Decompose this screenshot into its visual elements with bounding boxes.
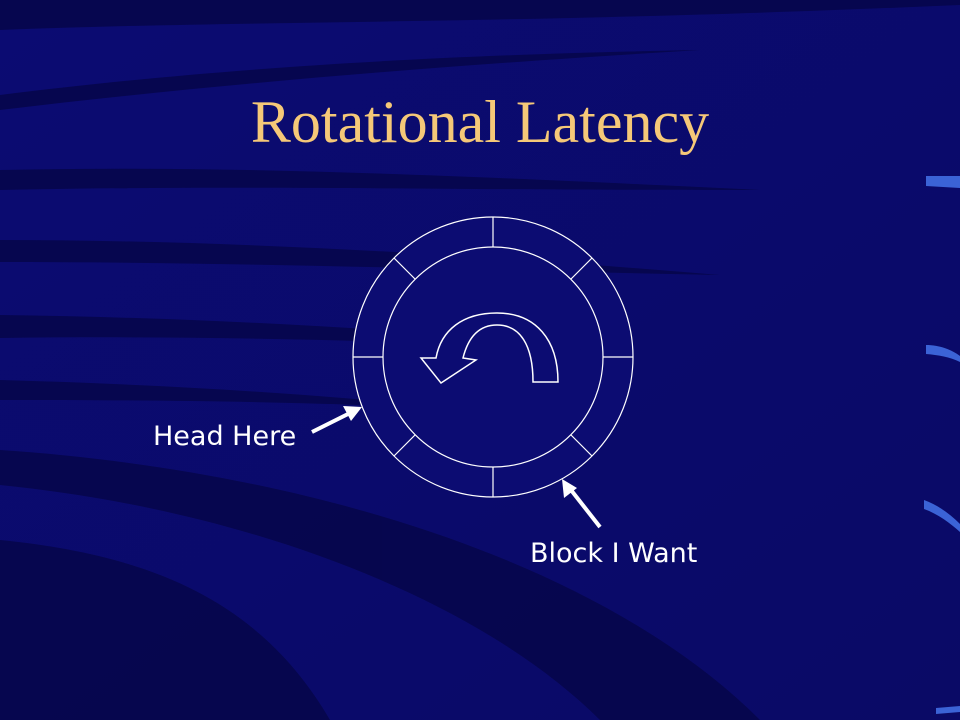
sector-dividers <box>353 217 633 497</box>
block-i-want-label: Block I Want <box>530 538 698 569</box>
curved-arrow-icon <box>419 312 559 385</box>
head-here-label: Head Here <box>153 421 297 452</box>
head-pointer-arrow <box>311 406 362 434</box>
block-pointer-arrow <box>562 479 602 529</box>
slide-title: Rotational Latency <box>250 89 710 155</box>
